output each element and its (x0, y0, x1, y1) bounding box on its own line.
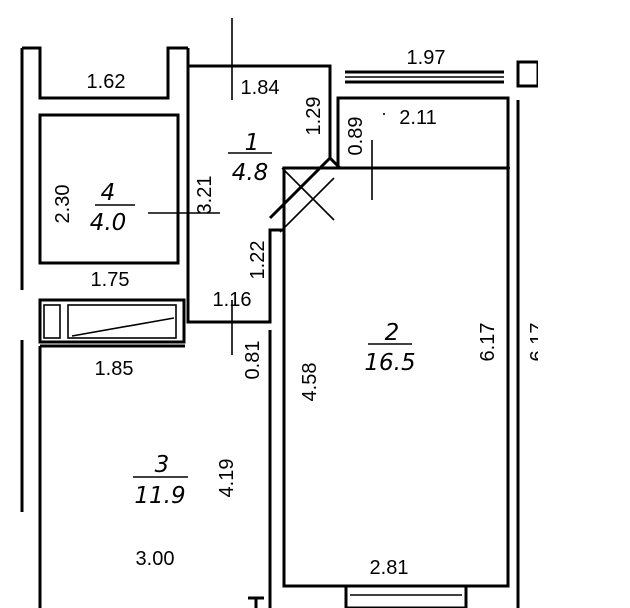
dimension-label: 2.30 (52, 185, 74, 224)
dimension-label: 1.97 (407, 47, 446, 69)
dimension-label: 1.85 (95, 358, 134, 380)
walls (20, 46, 540, 608)
room-number: 3 (155, 452, 170, 478)
dimension-label: 1.62 (87, 71, 126, 93)
dimension-label: 1.84 (241, 77, 280, 99)
dimension-label: 0.89 (345, 117, 367, 156)
dimension-labels: 1.62 1.84 1.97 1.29 0.89 2.11 2.30 3.21 … (52, 47, 549, 579)
dimension-label: 0.81 (242, 341, 264, 380)
dimension-label: 3.21 (194, 176, 216, 215)
dimension-label: 4.58 (299, 363, 321, 402)
dimension-label: 3.00 (136, 548, 175, 570)
dimension-label: 1.16 (213, 289, 252, 311)
room-area: 11.9 (134, 483, 185, 509)
room-number: 4 (101, 180, 116, 206)
dimension-label: 4.19 (216, 459, 238, 498)
room-area: 4.0 (90, 210, 127, 236)
dimension-label: 2.81 (370, 557, 409, 579)
dimension-label: 1.29 (303, 97, 325, 136)
dimension-label: 1.22 (247, 241, 269, 280)
room-area: 16.5 (364, 350, 415, 376)
room-labels: 1 4.8 2 16.5 3 11.9 4 4.0 (90, 130, 416, 509)
room-area: 4.8 (232, 160, 269, 186)
marker-lines (95, 18, 510, 478)
room-number: 2 (385, 320, 400, 346)
dimension-label: 1.75 (91, 269, 130, 291)
dimension-label: 6.17 (477, 323, 499, 362)
dimension-label: 2.11 (399, 107, 436, 129)
room-number: 1 (245, 130, 260, 156)
